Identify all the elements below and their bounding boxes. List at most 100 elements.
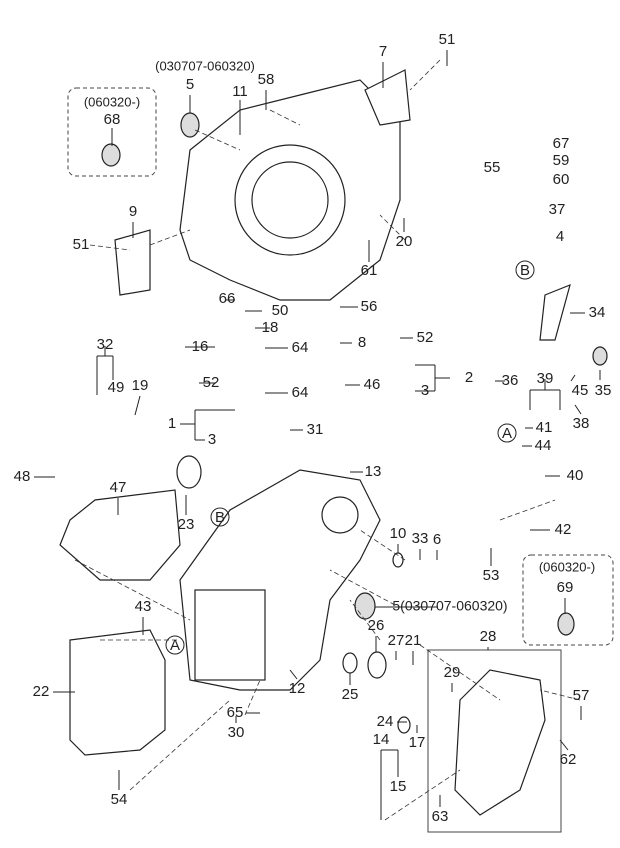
callouts: 51 7 58 5 11 68 67 59 55 60 37 9 20 4 B …	[14, 31, 612, 825]
variant-box-right	[522, 554, 614, 646]
callout: 20	[396, 233, 413, 250]
callout: 42	[555, 521, 572, 538]
variant-note: 5(030707-060320)	[392, 598, 507, 614]
callout: 33	[412, 530, 429, 547]
callout: 28	[480, 628, 497, 645]
callout: 58	[258, 71, 275, 88]
assembly-lines	[74, 59, 581, 821]
callout: 38	[573, 415, 590, 432]
oil-filter	[59, 489, 181, 581]
seals	[101, 112, 608, 734]
callout: A	[502, 425, 512, 442]
callout: 52	[203, 374, 220, 391]
callout: 51	[439, 31, 456, 48]
variant-note: (030707-060320)	[155, 58, 255, 73]
callout: 25	[342, 686, 359, 703]
variant-box-left	[67, 87, 157, 177]
callout: 48	[14, 468, 31, 485]
callout: 41	[536, 419, 553, 436]
callout: 65	[227, 704, 244, 721]
callout: 62	[560, 751, 577, 768]
callout: 17	[409, 734, 426, 751]
callout: 5	[186, 76, 194, 93]
callout: 34	[589, 304, 606, 321]
callout: 46	[364, 376, 381, 393]
callout: 47	[110, 479, 127, 496]
callout: 9	[129, 203, 137, 220]
callout: 1	[168, 415, 176, 432]
callout: 26	[368, 617, 385, 634]
callout: 61	[361, 262, 378, 279]
callout: B	[215, 509, 225, 526]
reference-circle-b	[515, 260, 535, 280]
callout: 37	[549, 201, 566, 218]
callout: 68	[104, 111, 121, 128]
callout: 64	[292, 384, 309, 401]
callout: 64	[292, 339, 309, 356]
callout: 23	[178, 516, 195, 533]
callout: 8	[358, 334, 366, 351]
callout: 43	[135, 598, 152, 615]
oil-pan	[69, 629, 166, 756]
callout: 29	[444, 664, 461, 681]
callout: 24	[377, 713, 394, 730]
callout: 51	[73, 236, 90, 253]
callout: 27	[388, 632, 405, 649]
reference-circle-a	[497, 423, 517, 443]
callout: 3	[421, 382, 429, 399]
callout: 63	[432, 808, 449, 825]
callout: 15	[390, 778, 407, 795]
callout: 18	[262, 319, 279, 336]
transaxle-case	[179, 469, 381, 691]
callout: 3	[208, 431, 216, 448]
callout: 59	[553, 152, 570, 169]
callout: 36	[502, 372, 519, 389]
callout: 53	[483, 567, 500, 584]
callout: 32	[97, 336, 114, 353]
callout: 14	[373, 731, 390, 748]
callout: 19	[132, 377, 149, 394]
converter-housing	[179, 79, 401, 301]
callout: 11	[232, 83, 248, 100]
side-cover	[454, 669, 546, 816]
reference-circle-b	[210, 507, 230, 527]
callout: 52	[417, 329, 434, 346]
variant-note: (060320-)	[539, 559, 595, 574]
bracket-7	[364, 69, 411, 126]
callout: 50	[272, 302, 289, 319]
callout: 67	[553, 135, 570, 152]
callout: 4	[556, 228, 564, 245]
callout: 13	[365, 463, 382, 480]
leader-lines	[34, 50, 601, 820]
callout: 16	[192, 338, 209, 355]
lever-34	[539, 283, 571, 341]
callout: 55	[484, 159, 501, 176]
callout: 35	[595, 382, 612, 399]
callout: B	[520, 262, 530, 279]
callout: 30	[228, 724, 245, 741]
callout: 56	[361, 298, 378, 315]
callout: 10	[390, 525, 407, 542]
callout: 39	[537, 370, 554, 387]
callout: 7	[379, 43, 387, 60]
callout: 31	[307, 421, 324, 438]
callout: 54	[111, 791, 128, 808]
bracket-9	[114, 229, 151, 296]
callout: 57	[573, 687, 590, 704]
callout: 2	[465, 369, 473, 386]
variant-note: (060320-)	[84, 94, 140, 109]
callout: 69	[557, 579, 574, 596]
callout: 44	[535, 437, 552, 454]
callout: 49	[108, 379, 125, 396]
callout: 45	[572, 382, 589, 399]
callout: 66	[219, 290, 236, 307]
callout: 22	[33, 683, 50, 700]
callout: 60	[553, 171, 570, 188]
reference-circle-a	[165, 635, 185, 655]
callout: 12	[289, 680, 306, 697]
callout: 6	[433, 531, 441, 548]
callout: 40	[567, 467, 584, 484]
callout: A	[170, 637, 180, 654]
